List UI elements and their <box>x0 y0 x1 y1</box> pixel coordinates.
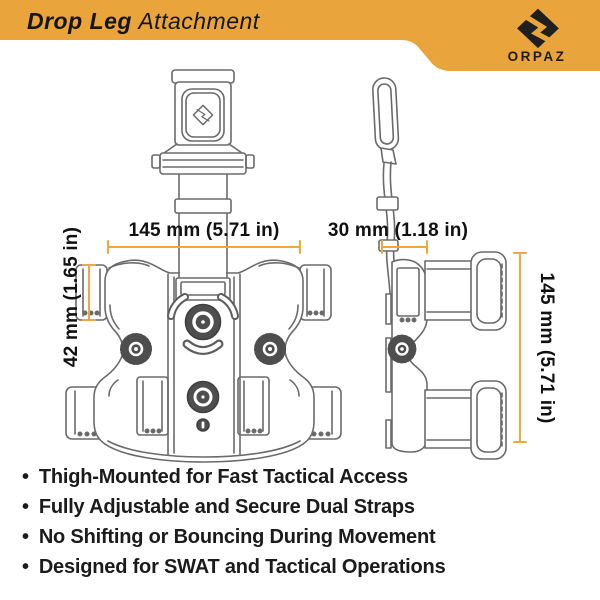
orpaz-logo-icon <box>517 8 559 49</box>
side-knob-right <box>254 333 286 365</box>
feature-item: • Designed for SWAT and Tactical Operati… <box>22 556 590 586</box>
side-knob-left <box>120 333 152 365</box>
dimension-label-side-height: 145 mm (5.71 in) <box>536 272 557 424</box>
dimension-label-side-depth: 30 mm (1.18 in) <box>327 220 469 241</box>
buckle-logo-icon <box>192 104 214 126</box>
title-product-name: Drop Leg <box>27 8 132 34</box>
belt-buckle <box>151 69 255 175</box>
dimension-line-front-width <box>107 240 301 254</box>
feature-item: • Thigh-Mounted for Fast Tactical Access <box>22 466 590 496</box>
dimension-lines <box>82 240 527 443</box>
dimension-line-side-height <box>513 252 527 443</box>
feature-text: No Shifting or Bouncing During Movement <box>38 526 436 548</box>
bullet-icon: • <box>22 466 29 488</box>
brand-name: ORPAZ <box>507 49 567 64</box>
dimension-label-strap-height: 42 mm (1.65 in) <box>61 226 82 368</box>
feature-text: Designed for SWAT and Tactical Operation… <box>38 556 446 578</box>
bullet-icon: • <box>22 526 29 548</box>
lower-knob <box>186 380 220 414</box>
page-title: Drop Leg Attachment <box>27 8 260 35</box>
dimension-line-strap-height <box>82 264 96 321</box>
bullet-icon: • <box>22 496 29 518</box>
header-banner <box>0 0 600 71</box>
feature-list: • Thigh-Mounted for Fast Tactical Access… <box>22 466 590 586</box>
feature-text: Thigh-Mounted for Fast Tactical Access <box>38 466 408 488</box>
front-view-drawing <box>65 69 342 463</box>
dimension-label-front-width: 145 mm (5.71 in) <box>128 220 280 241</box>
side-view-drawing <box>372 77 507 460</box>
feature-item: • No Shifting or Bouncing During Movemen… <box>22 526 590 556</box>
bullet-icon: • <box>22 556 29 578</box>
main-knob <box>184 303 222 341</box>
feature-item: • Fully Adjustable and Secure Dual Strap… <box>22 496 590 526</box>
dimension-line-side-depth <box>381 240 428 254</box>
feature-text: Fully Adjustable and Secure Dual Straps <box>38 496 415 518</box>
title-product-type: Attachment <box>138 8 260 34</box>
